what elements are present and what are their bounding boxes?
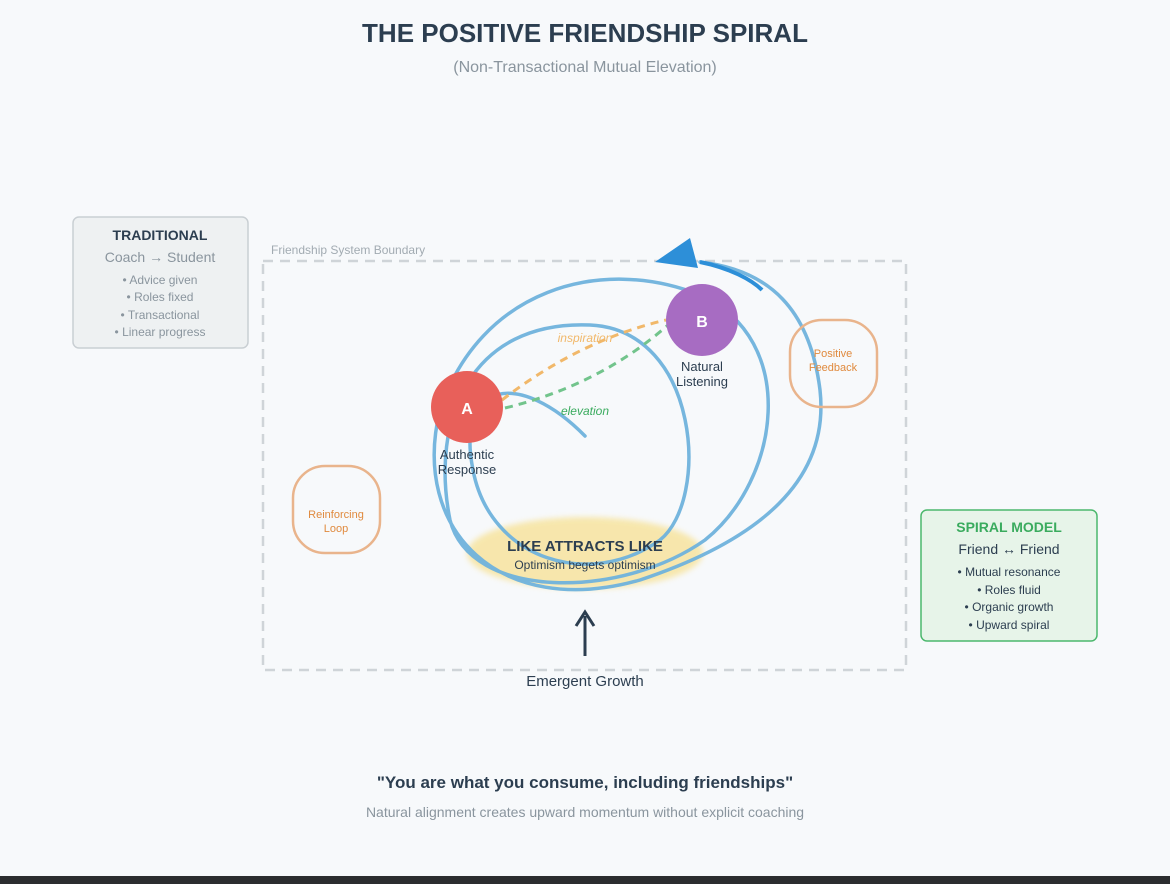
spiral-model-item: • Organic growth: [965, 600, 1054, 614]
spiral-model-item: • Upward spiral: [969, 618, 1050, 632]
traditional-item: • Transactional: [121, 308, 200, 322]
emergent-growth-label: Emergent Growth: [526, 673, 644, 690]
elevation-label: elevation: [561, 404, 609, 418]
page-subtitle: (Non-Transactional Mutual Elevation): [453, 59, 717, 76]
node-b: [666, 284, 738, 356]
growth-arrow-icon: [574, 609, 596, 627]
traditional-heading: TRADITIONAL: [113, 227, 208, 243]
footnote: Natural alignment creates upward momentu…: [366, 804, 804, 820]
positive-feedback-node: Positive Feedback: [788, 318, 879, 409]
node-a-label: Response: [438, 462, 497, 477]
traditional-item: • Advice given: [123, 273, 198, 287]
reinforcing-loop-label: Loop: [324, 523, 348, 535]
node-a-label: Authentic: [440, 447, 495, 462]
center-subtitle: Optimism begets optimism: [514, 558, 655, 572]
spiral-model-item: • Roles fluid: [977, 583, 1041, 597]
friendship-spiral: [432, 260, 823, 592]
traditional-item: • Linear progress: [115, 325, 206, 339]
traditional-item: • Roles fixed: [127, 290, 194, 304]
node-b-label: Natural: [681, 359, 723, 374]
spiral-model-item: • Mutual resonance: [958, 565, 1061, 579]
reinforcing-loop-label: Reinforcing: [308, 509, 364, 521]
positive-feedback-label: Positive: [814, 348, 853, 360]
positive-feedback-label: Feedback: [809, 362, 858, 374]
bottom-bar: [0, 876, 1170, 884]
spiral-model-heading: SPIRAL MODEL: [956, 519, 1062, 535]
node-b-label: Listening: [676, 374, 728, 389]
traditional-box: TRADITIONAL Coach → Student • Advice giv…: [72, 216, 249, 349]
page-title: THE POSITIVE FRIENDSHIP SPIRAL: [362, 18, 808, 48]
boundary-label: Friendship System Boundary: [271, 243, 425, 257]
reinforcing-loop-node: Reinforcing Loop: [291, 464, 382, 555]
node-b-letter: B: [696, 314, 708, 331]
spiral-arrowhead-icon: [655, 238, 698, 268]
quote: "You are what you consume, including fri…: [377, 773, 793, 792]
spiral-arrow-stroke: [699, 260, 764, 292]
spiral-model-relation: Friend ↔ Friend: [958, 541, 1059, 557]
center-title: LIKE ATTRACTS LIKE: [507, 538, 663, 555]
spiral-model-box: SPIRAL MODEL Friend ↔ Friend • Mutual re…: [920, 509, 1098, 642]
node-a-letter: A: [461, 401, 473, 418]
traditional-relation: Coach → Student: [105, 249, 216, 265]
inspiration-label: inspiration: [558, 331, 613, 345]
node-a: [431, 371, 503, 443]
